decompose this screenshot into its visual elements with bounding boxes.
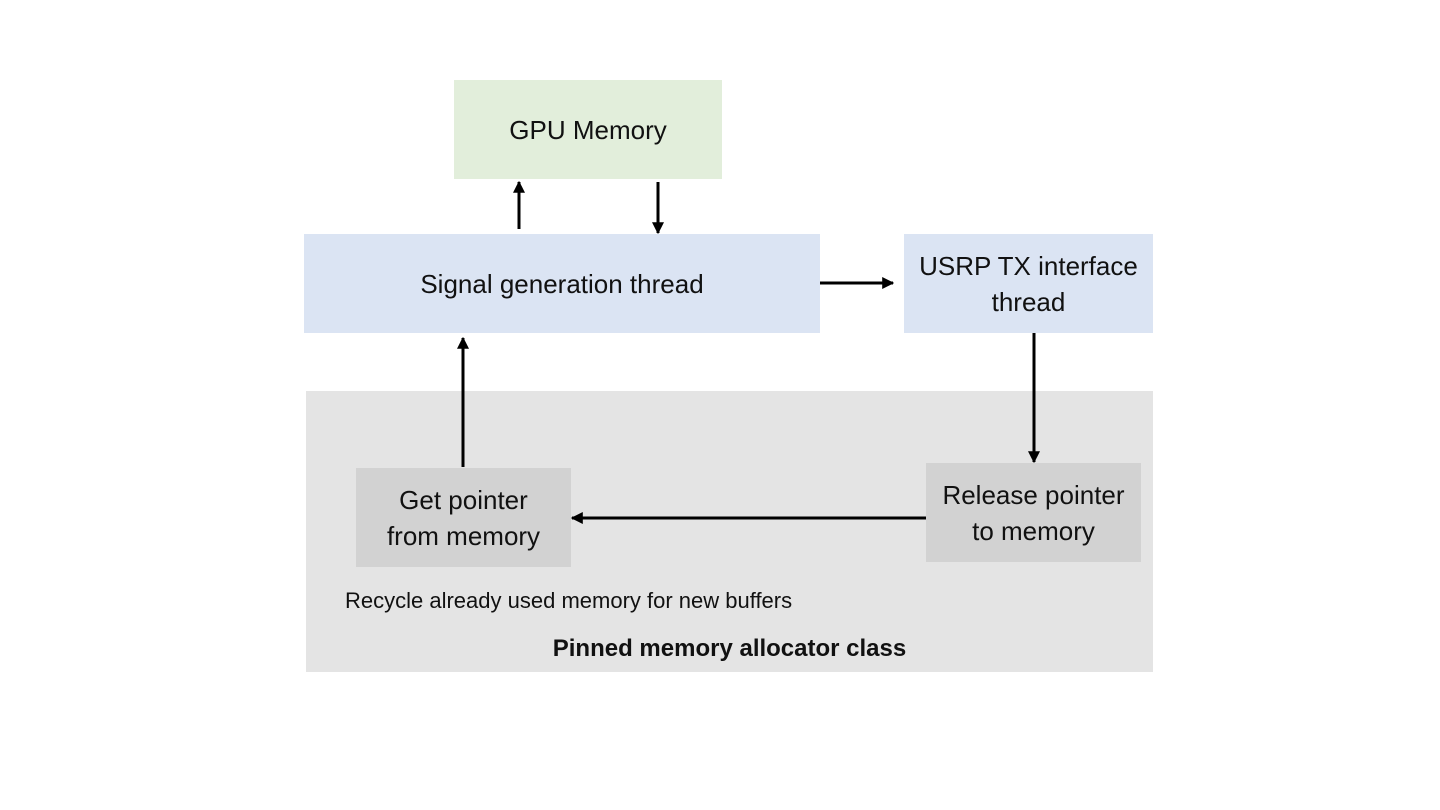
signal-generation-thread-label: Signal generation thread [420,268,704,299]
gpu-memory-node: GPU Memory [454,80,722,179]
release-pointer-label: Release pointer to memory [942,479,1125,546]
gpu-memory-label: GPU Memory [509,114,667,145]
recycle-note: Recycle already used memory for new buff… [345,588,793,613]
release-pointer-node: Release pointer to memory [926,463,1141,562]
get-pointer-label: Get pointer from memory [386,484,541,551]
get-pointer-node: Get pointer from memory [356,468,571,567]
usrp-tx-interface-thread-label: USRP TX interface thread [919,250,1138,317]
allocator-title: Pinned memory allocator class [552,635,907,662]
signal-generation-thread-node: Signal generation thread [304,234,820,333]
usrp-tx-interface-thread-node: USRP TX interface thread [904,234,1153,333]
